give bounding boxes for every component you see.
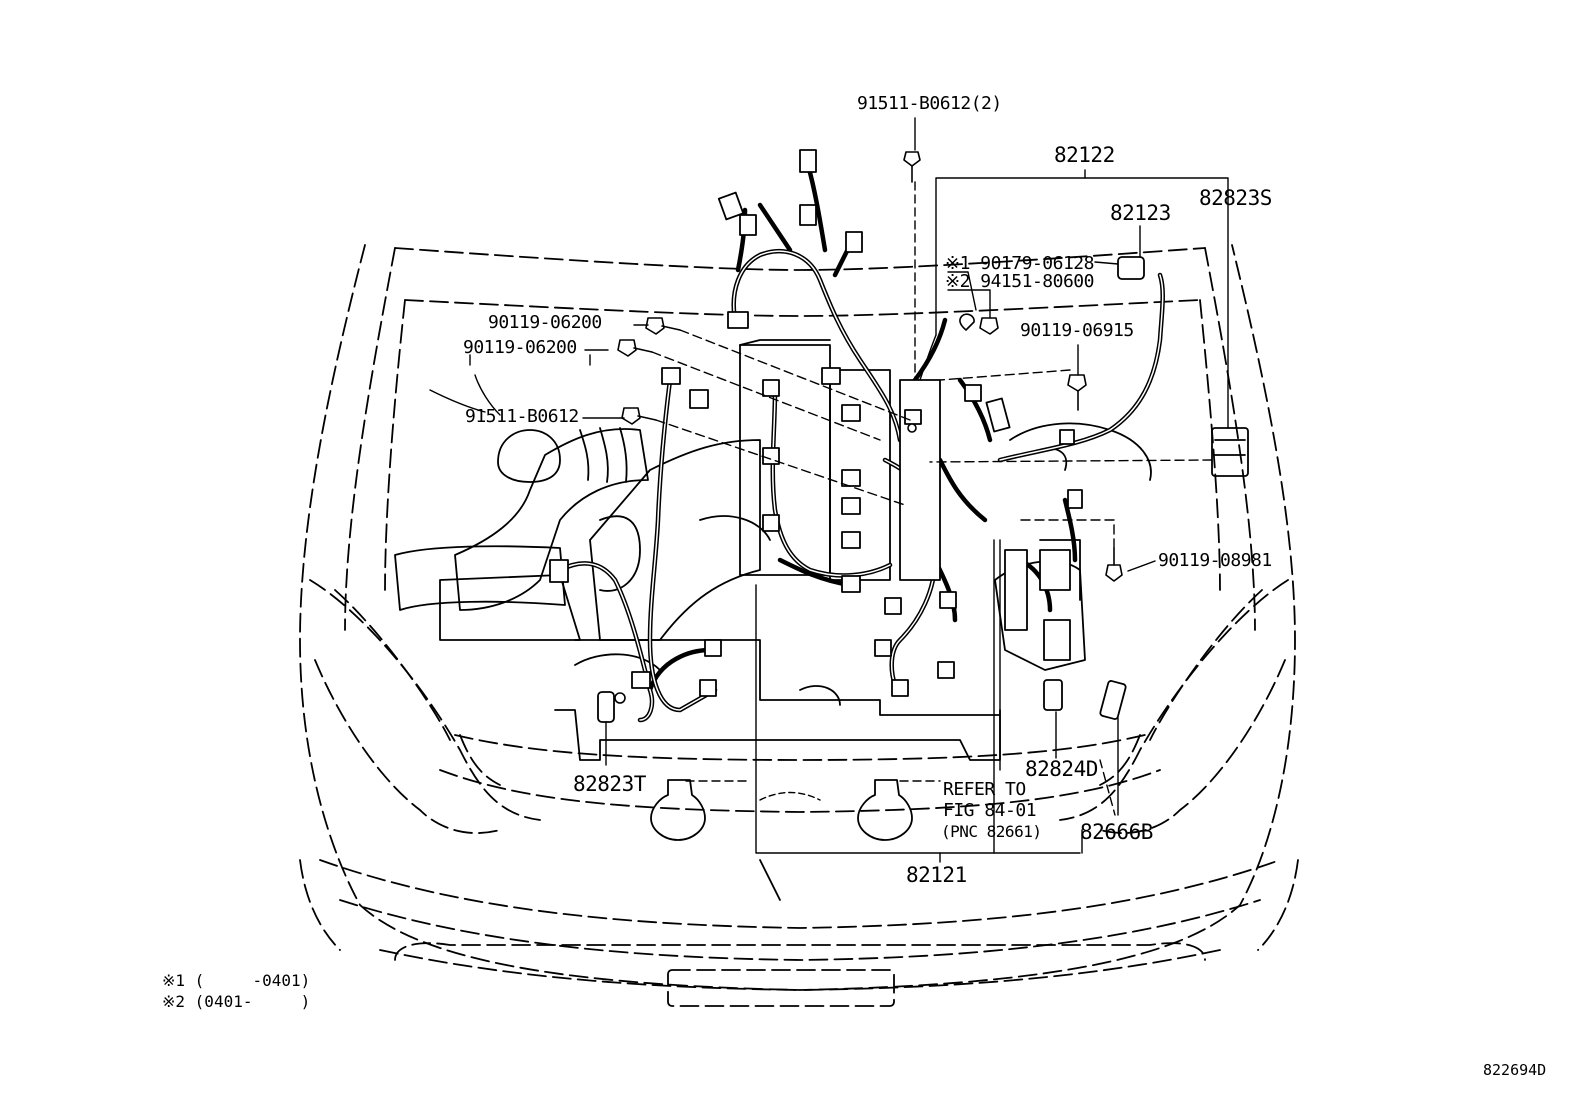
label-bolt-91511-b0612: 91511-B0612 xyxy=(465,406,579,427)
label-refer-line1: REFER TO xyxy=(943,779,1026,800)
label-harness-82121: 82121 xyxy=(906,863,967,887)
label-harness-82122: 82122 xyxy=(1054,143,1115,167)
label-refer-line2: FIG 84-01 xyxy=(943,800,1037,821)
label-note1-part: ※1 90179-06128 xyxy=(945,253,1094,274)
label-relay-82823s: 82823S xyxy=(1199,186,1272,210)
footnote-2: ※2 (0401- ) xyxy=(162,992,311,1011)
label-clip-82824d: 82824D xyxy=(1025,757,1098,781)
label-relay-82823t: 82823T xyxy=(573,772,646,796)
label-part-82123: 82123 xyxy=(1110,201,1171,225)
label-bolt-90119-06200-a: 90119-06200 xyxy=(488,312,602,333)
leader-lines xyxy=(429,117,1229,863)
label-bolt-90119-08981: 90119-08981 xyxy=(1158,550,1272,571)
label-bolt-91511-b0612-2: 91511-B0612(2) xyxy=(857,93,1002,114)
label-note2-part: ※2 94151-80600 xyxy=(945,271,1094,292)
label-bolt-90119-06915: 90119-06915 xyxy=(1020,320,1134,341)
car-body-outline xyxy=(299,244,1299,1007)
label-refer-line3: (PNC 82661) xyxy=(941,822,1042,841)
bolts xyxy=(614,151,1123,704)
figure-code: 822694D xyxy=(1483,1061,1547,1079)
label-bolt-90119-06200-b: 90119-06200 xyxy=(463,337,577,358)
wire-harness-inner xyxy=(559,250,1164,721)
connectors xyxy=(549,149,1145,723)
footnote-1: ※1 ( -0401) xyxy=(162,971,311,990)
label-part-82666b: 82666B xyxy=(1080,820,1153,844)
